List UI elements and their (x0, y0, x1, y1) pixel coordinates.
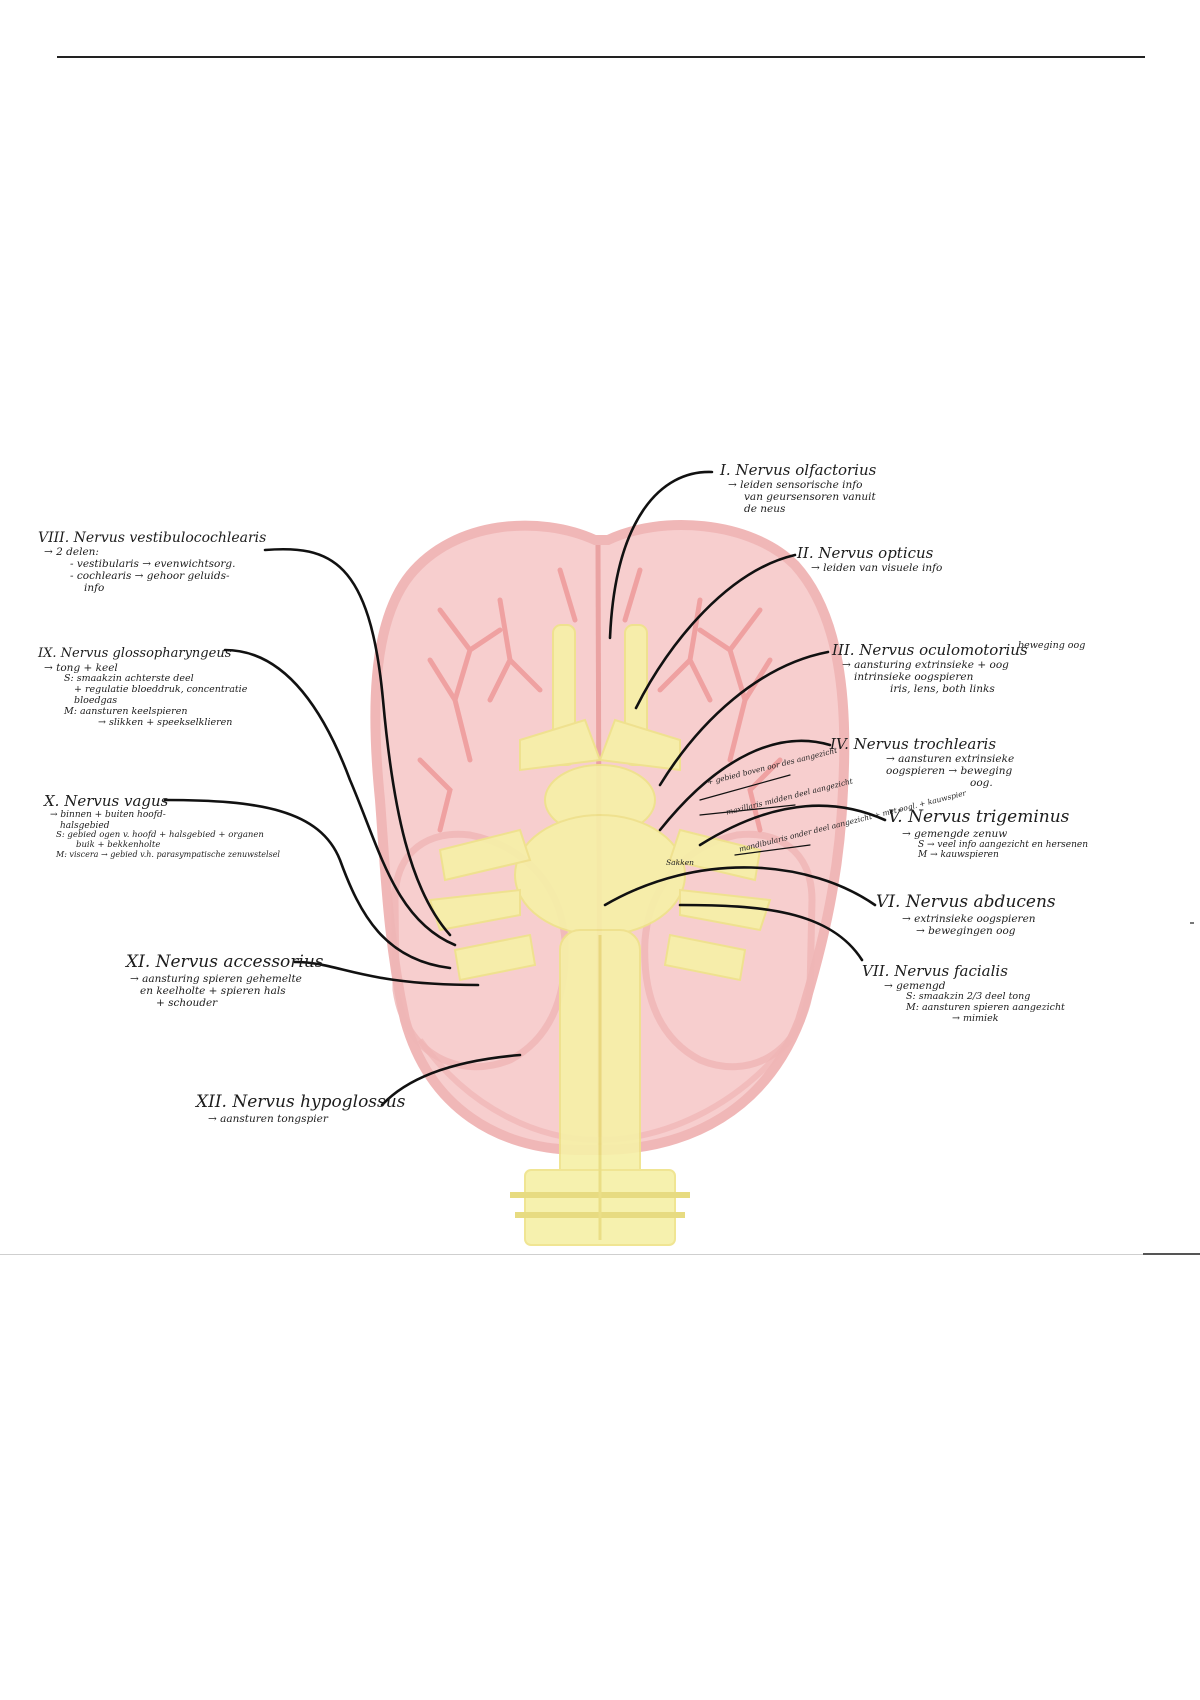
n7-title: VII. Nervus facialis (862, 962, 1008, 980)
bottom-rule-accent (1143, 1253, 1200, 1255)
leader-n7 (678, 903, 864, 962)
leader-n10 (163, 798, 452, 970)
n8-note-4: info (84, 582, 105, 595)
n3-title: III. Nervus oculomotorius (832, 641, 1028, 659)
n7-note-1: → gemengd (884, 980, 946, 993)
label-n12: XII. Nervus hypoglossus → aansturen tong… (196, 1092, 406, 1125)
n10-note-2: halsgebied (60, 820, 110, 831)
leader-lines (163, 470, 887, 1107)
label-n1: I. Nervus olfactorius → leiden sensorisc… (720, 461, 877, 516)
label-n10: X. Nervus vagus → binnen + buiten hoofd-… (44, 792, 280, 860)
label-n6: VI. Nervus abducens → extrinsieke oogspi… (876, 892, 1056, 937)
n5-note-1: → gemengde zenuw (902, 827, 1008, 840)
leader-n3 (658, 650, 830, 787)
n12-title: XII. Nervus hypoglossus (196, 1092, 406, 1112)
n2-title: II. Nervus opticus (797, 544, 934, 562)
n1-note-1: → leiden sensorische info (728, 479, 863, 492)
n7-note-4: → mimiek (952, 1013, 999, 1025)
n6-note-1: → extrinsieke oogspieren (902, 912, 1036, 925)
label-n11: XI. Nervus accessorius → aansturing spie… (126, 952, 324, 1009)
n12-note-1: → aansturen tongspier (208, 1112, 328, 1125)
leader-n1 (608, 470, 714, 640)
n8-note-1: → 2 delen: (44, 546, 99, 559)
n1-note-3: de neus (744, 503, 786, 516)
n11-note-1: → aansturing spieren gehemelte (130, 972, 302, 985)
n11-note-2: en keelholte + spieren hals (140, 984, 286, 997)
n4-note-1: → aansturen extrinsieke (886, 753, 1015, 766)
n3-aside: beweging oog (1018, 640, 1086, 651)
n6-note-2: → bewegingen oog (916, 924, 1016, 937)
n9-note-3: + regulatie bloeddruk, concentratie (74, 683, 248, 695)
leader-b1 (699, 774, 791, 801)
label-n9: IX. Nervus glossopharyngeus → tong + kee… (38, 646, 248, 729)
brain-vessels (417, 567, 783, 833)
leader-n8 (263, 547, 452, 937)
n9-note-4: bloedgas (74, 694, 118, 706)
leader-n5 (698, 804, 887, 847)
n9-note-5: M: aansturen keelspieren (64, 705, 188, 717)
label-n5: V. Nervus trigeminus → gemengde zenuw S … (888, 807, 1089, 860)
stray-mark (1190, 922, 1194, 924)
n10-title: X. Nervus vagus (44, 792, 169, 810)
leader-n6 (603, 866, 877, 907)
n9-note-1: → tong + keel (44, 661, 118, 674)
n3-note-3: iris, lens, both links (890, 683, 995, 696)
n9-note-6: → slikken + speekselklieren (98, 716, 233, 728)
label-n8: VIII. Nervus vestibulocochlearis → 2 del… (38, 530, 266, 594)
n2-note-1: → leiden van visuele info (811, 562, 943, 575)
n4-note-3: oog. (970, 777, 993, 790)
n9-title: IX. Nervus glossopharyngeus (38, 646, 232, 661)
n5-title: V. Nervus trigeminus (888, 807, 1070, 827)
n7-note-2: S: smaakzin 2/3 deel tong (906, 991, 1031, 1003)
n1-note-2: van geursensoren vanuit (744, 491, 876, 504)
leader-b2 (699, 804, 796, 816)
n10-note-1: → binnen + buiten hoofd- (50, 810, 166, 821)
n3-note-2: intrinsieke oogspieren (854, 671, 974, 684)
n1-title: I. Nervus olfactorius (720, 461, 877, 479)
n3-note-1: → aansturing extrinsieke + oog (842, 659, 1009, 672)
label-n7: VII. Nervus facialis → gemengd S: smaakz… (862, 962, 1065, 1025)
n4-note-2: oogspieren → beweging (886, 765, 1013, 778)
n10-note-5: M: viscera → gebied v.h. parasympatische… (56, 850, 280, 860)
n8-note-3: - cochlearis → gehoor geluids- (70, 570, 230, 583)
label-n3: III. Nervus oculomotorius → aansturing e… (832, 641, 1028, 696)
n8-title: VIII. Nervus vestibulocochlearis (38, 530, 267, 546)
n7-note-3: M: aansturen spieren aangezicht (906, 1002, 1065, 1014)
trigeminus-branch-4: Sakken (666, 858, 694, 867)
n9-note-2: S: smaakzin achterste deel (64, 673, 194, 684)
n11-note-3: + schouder (156, 996, 218, 1009)
label-n2: II. Nervus opticus → leiden van visuele … (797, 544, 943, 575)
n8-note-2: - vestibularis → evenwichtsorg. (70, 558, 236, 571)
n4-title: IV. Nervus trochlearis (830, 735, 997, 753)
leader-n2 (634, 553, 797, 710)
n5-note-3: M → kauwspieren (918, 849, 999, 860)
bottom-rule (0, 1254, 1200, 1255)
n10-note-4: buik + bekkenholte (76, 839, 161, 850)
leader-b3 (734, 844, 811, 856)
brainstem (428, 624, 772, 1246)
n10-note-3: S: gebied ogen v. hoofd + halsgebied + o… (56, 829, 264, 840)
top-rule (57, 56, 1145, 58)
n5-note-2: S → veel info aangezicht en hersenen (918, 839, 1089, 850)
leader-n12 (380, 1053, 522, 1107)
leader-n11 (293, 960, 480, 987)
leader-n9 (223, 648, 457, 947)
n11-title: XI. Nervus accessorius (126, 952, 324, 972)
n6-title: VI. Nervus abducens (876, 892, 1056, 912)
leader-n4 (658, 739, 832, 832)
label-n4: IV. Nervus trochlearis → aansturen extri… (830, 735, 1015, 790)
